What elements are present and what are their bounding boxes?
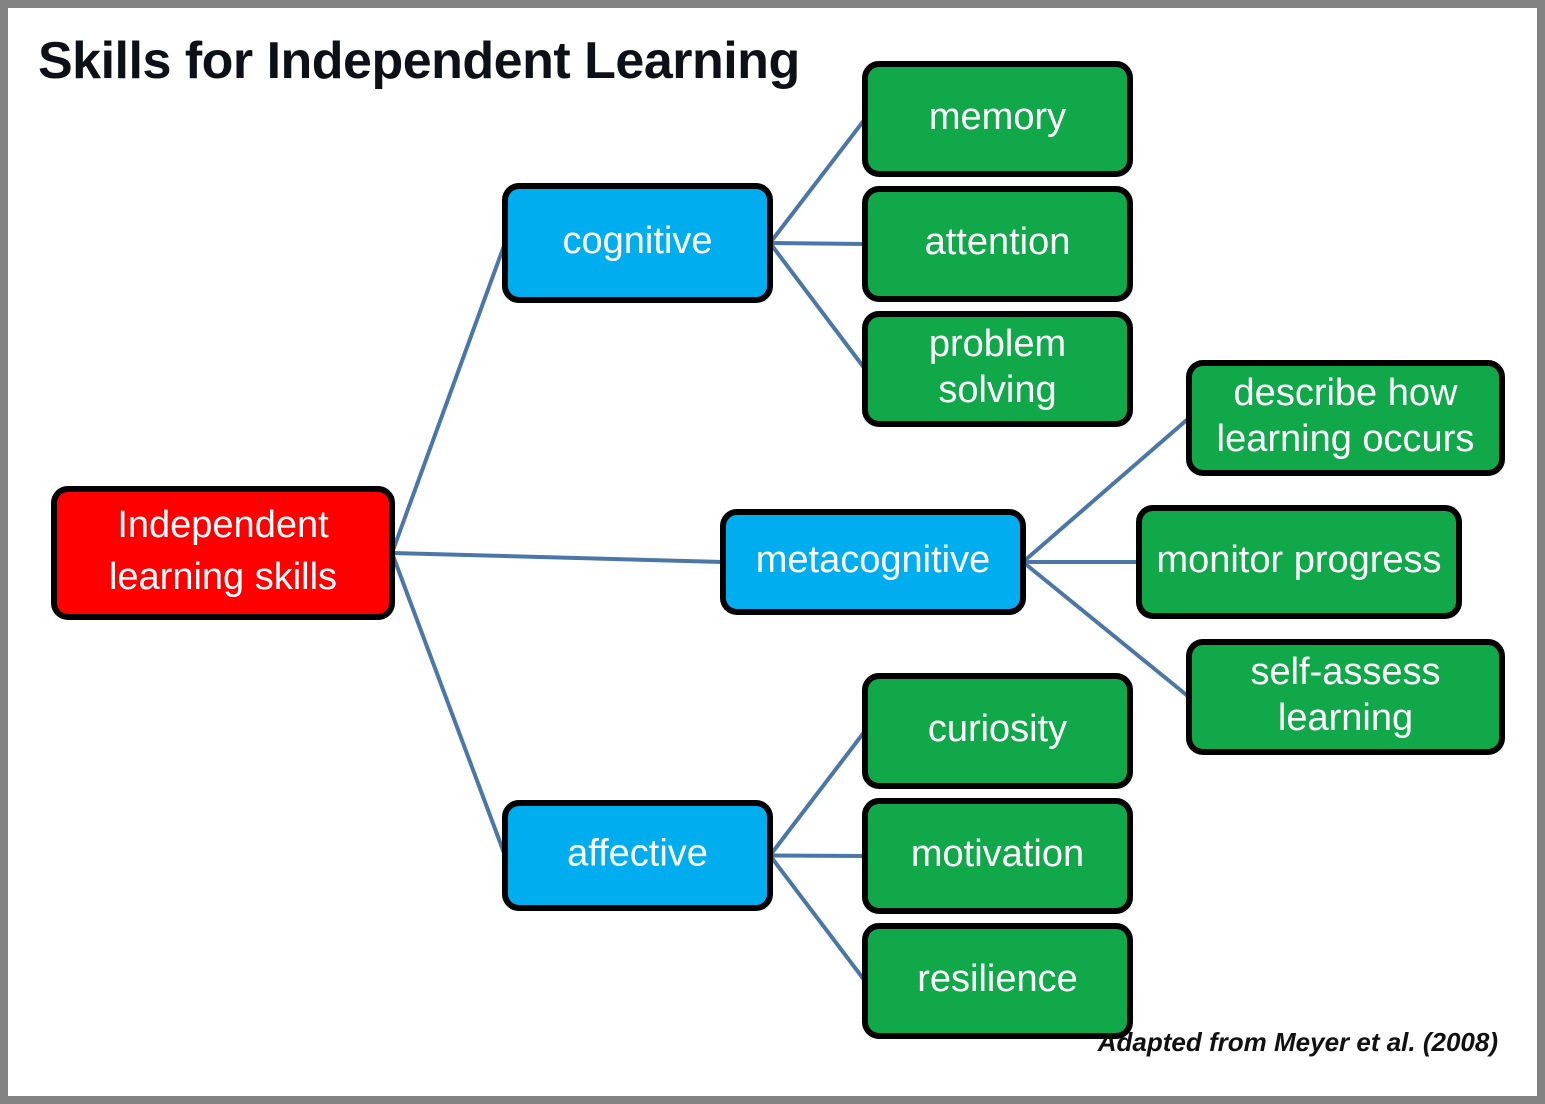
node-shape-describe-how-learning-occurs — [1186, 360, 1505, 476]
node-monitor-progress[interactable]: monitor progress — [1136, 505, 1462, 619]
node-attention[interactable]: attention — [862, 186, 1133, 302]
credit-attribution: Adapted from Meyer et al. (2008) — [1097, 1027, 1498, 1057]
connector-root-to-affective — [390, 552, 507, 857]
connector-layer — [390, 117, 1191, 983]
connector-cognitive-to-problem-solving — [768, 241, 867, 371]
node-label-attention: attention — [925, 221, 1071, 263]
skills-tree-diagram: Skills for Independent Learning Independ… — [38, 32, 1505, 1057]
connector-cognitive-to-attention — [769, 241, 866, 246]
page-title: Skills for Independent Learning — [38, 32, 800, 90]
node-shape-metacognitive — [720, 509, 1026, 615]
connector-metacognitive-to-self-assess-learning — [1021, 560, 1191, 699]
node-label-problem-solving-line2: solving — [938, 369, 1056, 411]
connector-cognitive-to-memory — [768, 117, 867, 245]
node-label-resilience: resilience — [917, 958, 1078, 1000]
node-curiosity[interactable]: curiosity — [862, 673, 1133, 789]
node-resilience[interactable]: resilience — [862, 923, 1133, 1039]
node-shape-self-assess-learning — [1186, 639, 1505, 755]
connector-root-to-metacognitive — [391, 551, 724, 564]
node-label-problem-solving-line1: problem — [929, 323, 1066, 365]
connector-affective-to-resilience — [768, 854, 867, 983]
node-label-cognitive: cognitive — [563, 220, 713, 262]
node-label-affective: affective — [567, 833, 708, 875]
node-label-memory: memory — [929, 96, 1066, 138]
node-label-motivation: motivation — [911, 833, 1084, 875]
node-label-describe-how-learning-occurs-line1: describe how — [1234, 372, 1458, 414]
node-cognitive[interactable]: cognitive — [502, 183, 773, 303]
node-root[interactable]: Independent learning skills — [51, 486, 395, 620]
node-shape-motivation — [862, 798, 1133, 914]
connector-metacognitive-to-describe-how-learning-occurs — [1021, 416, 1191, 564]
node-shape-root — [51, 486, 395, 620]
node-shape-resilience — [862, 923, 1133, 1039]
node-shape-memory — [862, 61, 1133, 177]
node-shape-affective — [502, 800, 773, 911]
node-affective[interactable]: affective — [502, 800, 773, 911]
node-memory[interactable]: memory — [862, 61, 1133, 177]
node-label-monitor-progress: monitor progress — [1156, 539, 1441, 581]
node-shape-problem-solving — [862, 311, 1133, 427]
node-layer: Independent learning skills cognitive memor… — [51, 61, 1505, 1039]
node-label-self-assess-learning-line2: learning — [1278, 697, 1413, 739]
node-label-describe-how-learning-occurs-line2: learning occurs — [1217, 418, 1475, 460]
node-label-self-assess-learning-line1: self-assess — [1250, 651, 1440, 693]
node-shape-curiosity — [862, 673, 1133, 789]
node-label-curiosity: curiosity — [928, 708, 1067, 750]
node-label-metacognitive: metacognitive — [756, 539, 990, 581]
node-label-root-line1: Independent — [117, 504, 329, 546]
connector-affective-to-curiosity — [768, 729, 867, 857]
node-label-root-line2: learning skills — [109, 556, 337, 598]
node-motivation[interactable]: motivation — [862, 798, 1133, 914]
node-shape-monitor-progress — [1136, 505, 1462, 619]
node-metacognitive[interactable]: metacognitive — [720, 509, 1026, 615]
connector-root-to-cognitive — [390, 242, 507, 554]
node-shape-attention — [862, 186, 1133, 302]
node-shape-cognitive — [502, 183, 773, 303]
connector-affective-to-motivation — [769, 853, 866, 858]
